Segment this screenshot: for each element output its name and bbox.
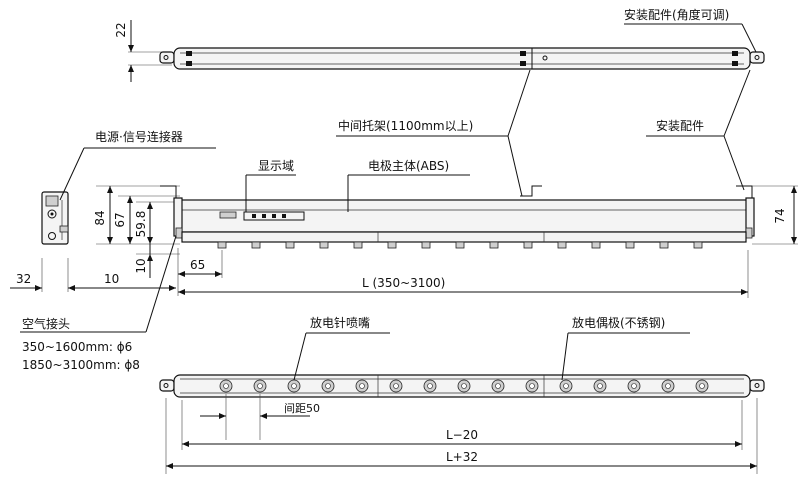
label-mount-fitting: 安装配件 [656, 118, 704, 133]
dim-l-plus: L+32 [446, 450, 478, 464]
dim-w32: 32 [16, 272, 31, 286]
callout-discharge-nozzle: 放电针喷嘴 [293, 315, 390, 381]
bottom-view: 间距50 L−20 L+32 [159, 374, 765, 474]
dim-h59: 59.8 [134, 211, 148, 238]
callout-counter-electrode: 放电偶极(不锈钢) [561, 315, 690, 381]
dim-pitch: 间距50 [284, 402, 320, 415]
dim-h67: 67 [113, 212, 127, 227]
dim-height-right: 74 [773, 208, 787, 223]
front-view: 84 67 59.8 10 [93, 185, 798, 298]
label-power-connector: 电源·信号连接器 [95, 129, 183, 144]
label-air-joint: 空气接头 [22, 316, 70, 331]
dim-l-minus: L−20 [446, 428, 478, 442]
callout-mount-adjustable: 安装配件(角度可调) [624, 7, 757, 53]
label-discharge-nozzle: 放电针喷嘴 [310, 315, 370, 330]
top-view: 22 [114, 20, 765, 82]
label-electrode-body: 电极主体(ABS) [368, 159, 449, 173]
callout-electrode-body: 电极主体(ABS) [347, 159, 470, 212]
dim-h10: 10 [134, 258, 148, 273]
label-air-joint-spec-2: 1850~3100mm: ϕ8 [22, 358, 140, 372]
dim-length-range: L (350~3100) [362, 276, 445, 290]
dim-h84: 84 [93, 210, 107, 225]
dim-w65: 65 [190, 258, 205, 272]
callout-center-bracket: 中间托架(1100mm以上) [336, 69, 531, 197]
side-view: 电源·信号连接器 32 10 [10, 129, 216, 292]
label-display-area: 显示域 [258, 159, 294, 173]
callout-mount-fitting: 安装配件 [646, 69, 751, 191]
dim-top-height: 22 [114, 22, 128, 37]
label-air-joint-spec-1: 350~1600mm: ϕ6 [22, 340, 132, 354]
front-nozzles [217, 241, 703, 249]
label-center-bracket: 中间托架(1100mm以上) [338, 118, 473, 133]
dim-w10: 10 [104, 272, 119, 286]
nozzle-row [219, 379, 709, 393]
label-counter-electrode: 放电偶极(不锈钢) [572, 315, 665, 330]
label-mount-adjustable: 安装配件(角度可调) [624, 7, 729, 22]
callout-display-area: 显示域 [245, 159, 296, 212]
callout-air-joint: 空气接头 350~1600mm: ϕ6 1850~3100mm: ϕ8 [20, 235, 177, 372]
